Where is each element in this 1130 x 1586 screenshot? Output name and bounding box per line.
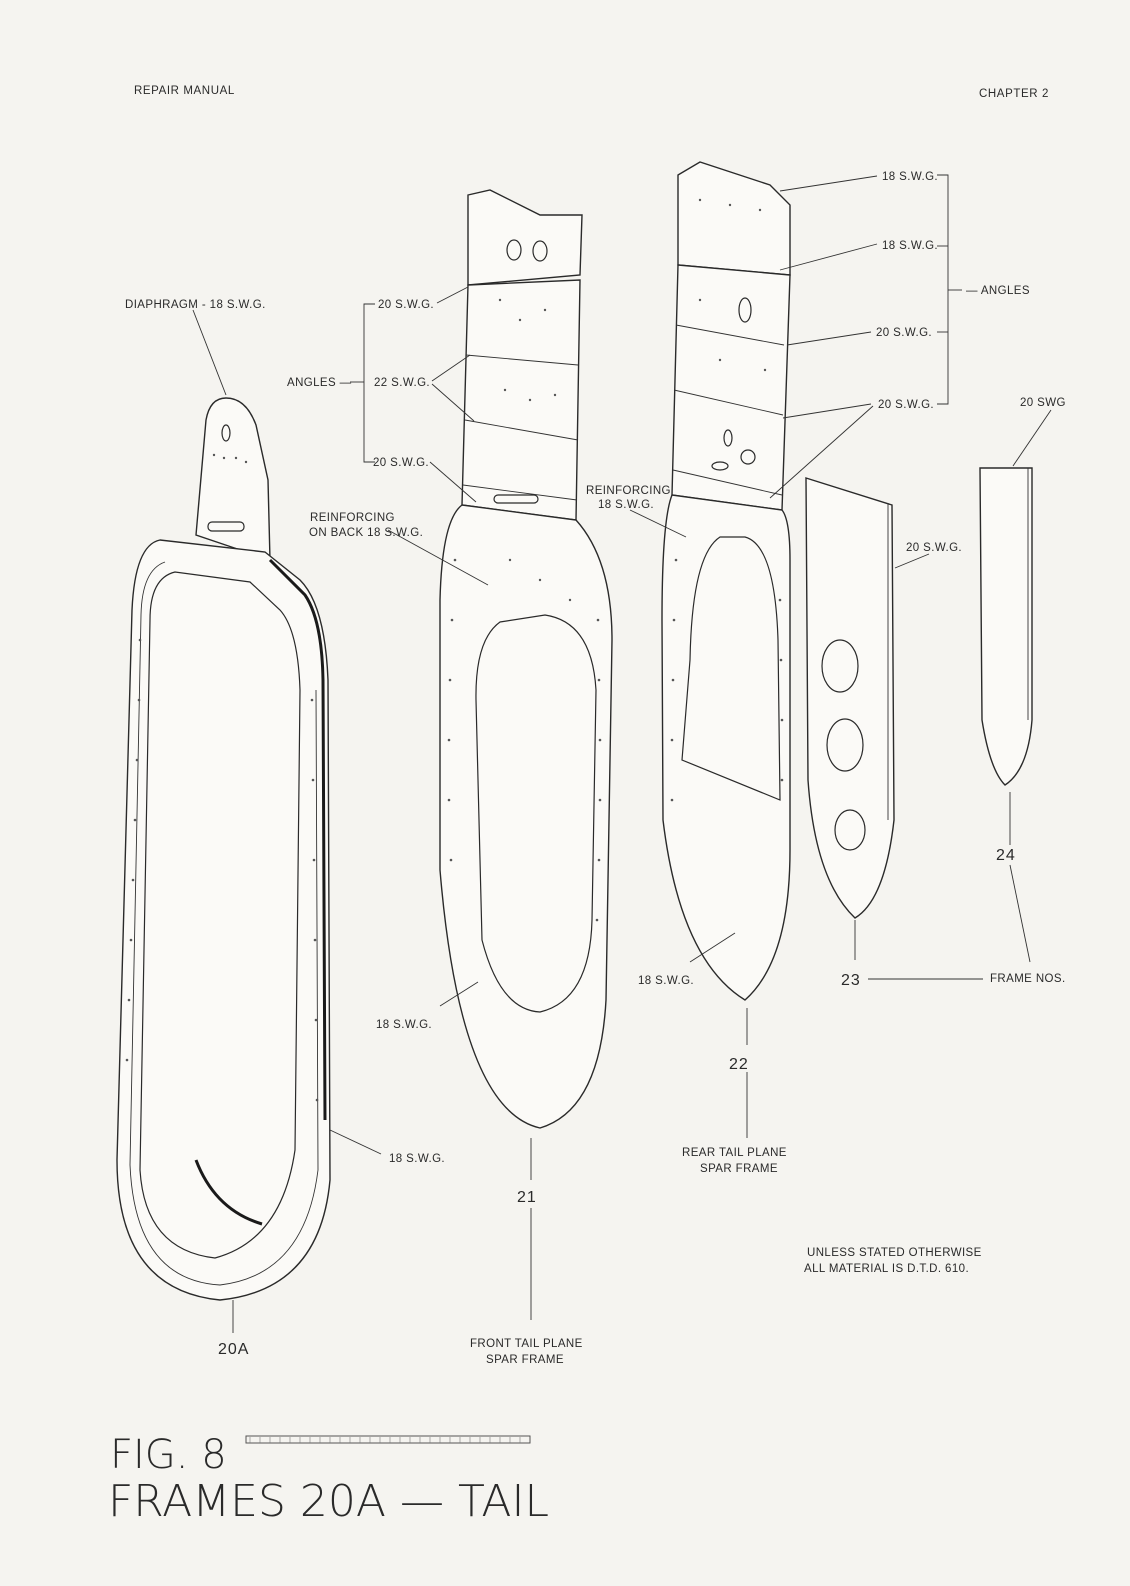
frame-22-drawing (661, 161, 791, 1001)
header-left: REPAIR MANUAL (134, 85, 235, 97)
label-frame24-swg: 20 SWG (1020, 397, 1066, 409)
label-right-18a: 18 S.W.G. (882, 171, 938, 183)
label-frame23-swg: 20 S.W.G. (906, 542, 962, 554)
frame-23-drawing (805, 477, 895, 919)
frame-number-20a: 20A (218, 1341, 249, 1358)
label-right-20a: 20 S.W.G. (876, 327, 932, 339)
frame-24-drawing (979, 467, 1033, 786)
frame-number-22: 22 (729, 1056, 749, 1073)
title-hatch-marks (249, 1437, 521, 1443)
frame-20a-drawing (116, 397, 331, 1301)
caption-rear-1: REAR TAIL PLANE (682, 1147, 787, 1159)
leader-lines (192, 174, 1052, 1333)
note-line-1: UNLESS STATED OTHERWISE (807, 1247, 982, 1259)
label-angles-left-bot: 20 S.W.G. (373, 457, 429, 469)
note-line-2: ALL MATERIAL IS D.T.D. 610. (804, 1263, 969, 1275)
frame-number-24: 24 (996, 847, 1016, 864)
figure-number: FIG. 8 (110, 1432, 227, 1478)
frame-number-23: 23 (841, 972, 861, 989)
label-angles-left: ANGLES — (287, 377, 352, 389)
label-reinforcing-1: REINFORCING (586, 485, 671, 497)
label-angles-left-mid: 22 S.W.G. (374, 377, 430, 389)
label-angles-left-top: 20 S.W.G. (378, 299, 434, 311)
title-hatch-bar (245, 1435, 531, 1444)
label-right-20b: 20 S.W.G. (878, 399, 934, 411)
label-frame20a-swg: 18 S.W.G. (389, 1153, 445, 1165)
frame-21-drawing (439, 189, 613, 1129)
label-angles-right: — ANGLES (966, 285, 1030, 297)
label-reinforcing-back-1: REINFORCING (310, 512, 395, 524)
label-diaphragm: DIAPHRAGM - 18 S.W.G. (125, 299, 266, 311)
header-right: CHAPTER 2 (979, 88, 1049, 100)
caption-rear-2: SPAR FRAME (700, 1163, 778, 1175)
frame-number-21: 21 (517, 1189, 537, 1206)
label-right-18b: 18 S.W.G. (882, 240, 938, 252)
label-frame-nos: FRAME NOS. (990, 973, 1066, 985)
label-frame22-swg: 18 S.W.G. (638, 975, 694, 987)
caption-front-1: FRONT TAIL PLANE (470, 1338, 583, 1350)
label-frame21-swg: 18 S.W.G. (376, 1019, 432, 1031)
label-reinforcing-back-2: ON BACK 18 S.W.G. (309, 527, 423, 539)
figure-title: FRAMES 20A — TAIL (108, 1476, 549, 1527)
label-reinforcing-2: 18 S.W.G. (598, 499, 654, 511)
caption-front-2: SPAR FRAME (486, 1354, 564, 1366)
